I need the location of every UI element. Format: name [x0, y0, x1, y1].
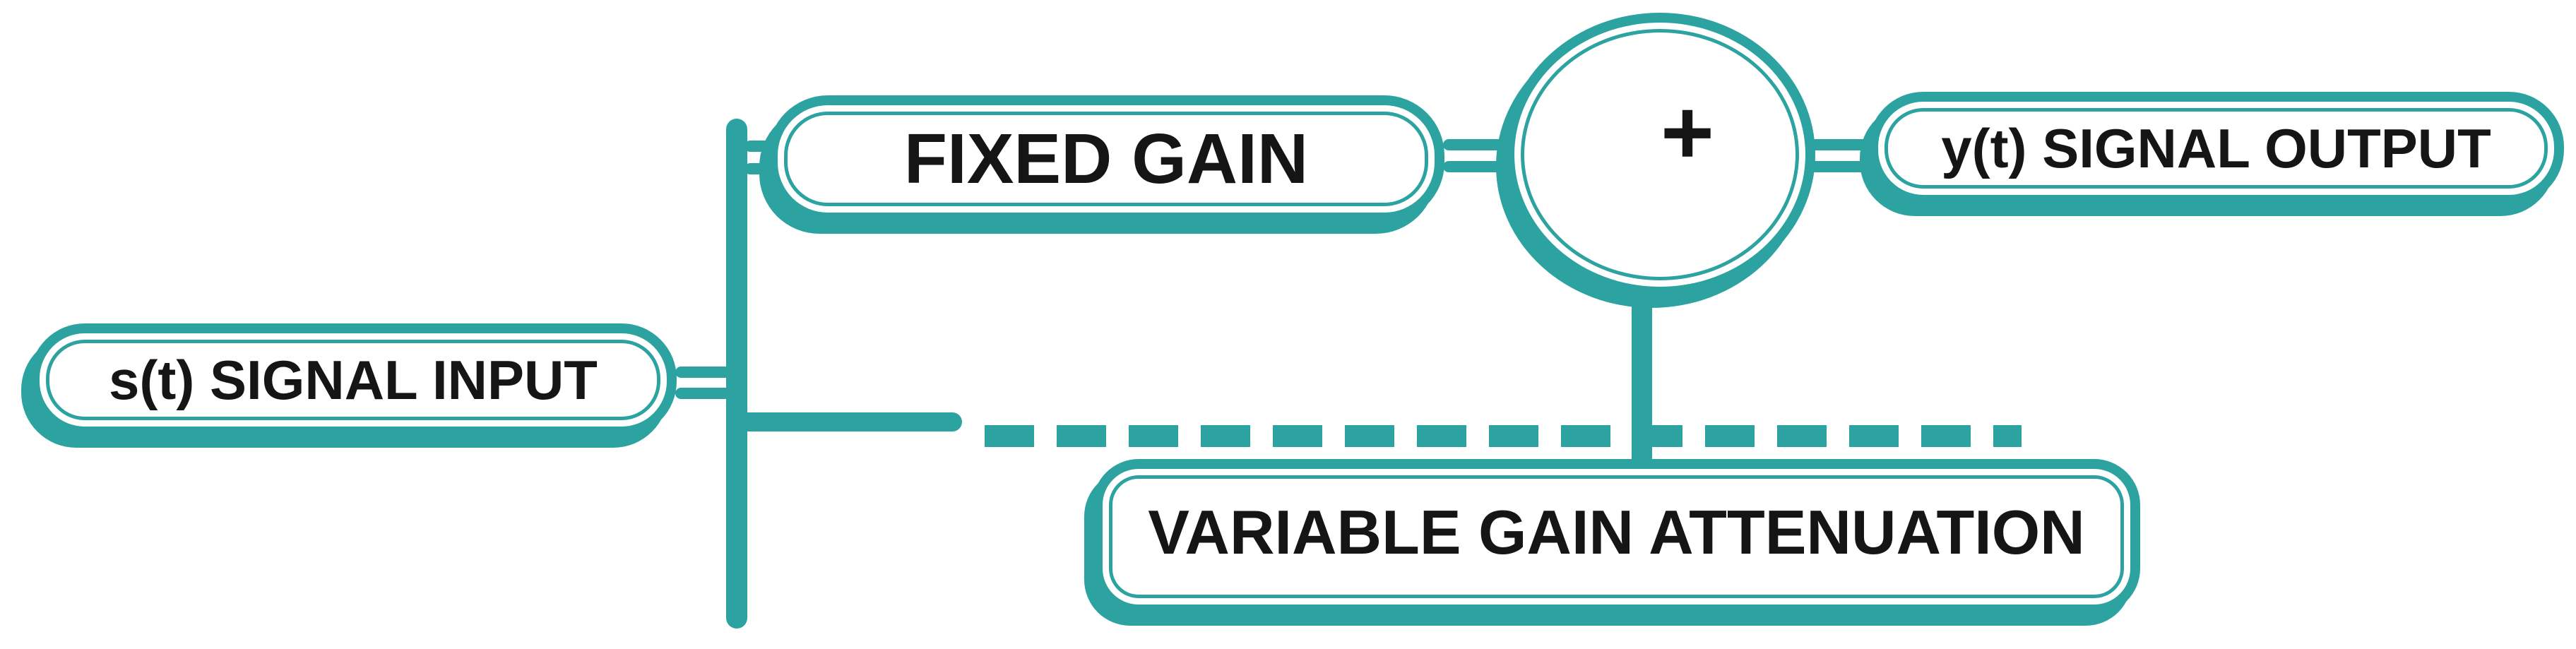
summing-junction-node: +	[1521, 29, 1799, 280]
connector-bar	[1810, 139, 1876, 150]
connector-bar	[1443, 139, 1509, 150]
signal-output-node: y(t) SIGNAL OUTPUT	[1884, 108, 2548, 189]
connector-fixed-gain-to-sum	[1443, 139, 1509, 172]
connector-bar	[744, 163, 777, 174]
connector-bar	[675, 367, 730, 378]
plus-operator: +	[1661, 81, 1714, 184]
connector-sum-to-output	[1810, 139, 1876, 172]
connector-bar	[1443, 161, 1509, 172]
signal-output-label: y(t) SIGNAL OUTPUT	[1941, 117, 2491, 179]
fixed-gain-label: FIXED GAIN	[903, 119, 1309, 198]
dashed-attenuation-line	[985, 425, 2022, 447]
variable-gain-attenuation-label: VARIABLE GAIN ATTENUATION	[1148, 497, 2085, 567]
signal-input-node: s(t) SIGNAL INPUT	[46, 340, 660, 420]
connector-bar	[675, 388, 730, 399]
connector-bar	[1810, 161, 1876, 172]
variable-gain-attenuation-node: VARIABLE GAIN ATTENUATION	[1109, 475, 2124, 598]
signal-input-label: s(t) SIGNAL INPUT	[109, 349, 598, 411]
connector-input-to-trunk	[675, 367, 730, 399]
connector-trunk-to-fixed-gain	[744, 141, 777, 174]
fixed-gain-node: FIXED GAIN	[784, 112, 1428, 206]
trunk-to-dashed-line	[736, 412, 962, 431]
connector-bar	[744, 141, 777, 152]
